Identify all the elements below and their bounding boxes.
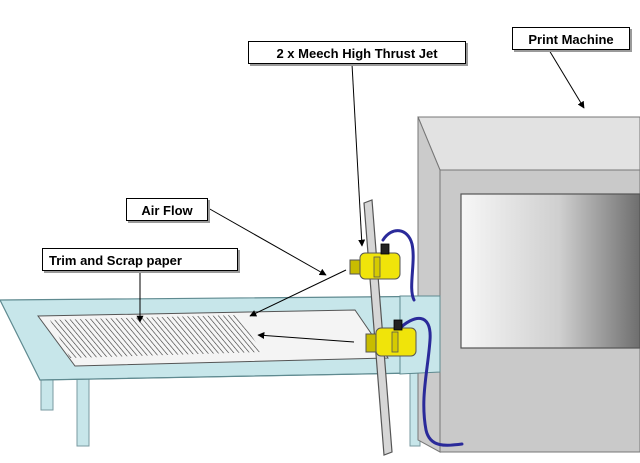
label-meech-jet: 2 x Meech High Thrust Jet <box>248 41 466 64</box>
conveyor-legs <box>40 369 421 447</box>
label-trim-scrap: Trim and Scrap paper <box>42 248 238 271</box>
print-machine <box>417 116 640 453</box>
air-jet-upper <box>349 243 401 280</box>
air-flow-arrows <box>249 269 355 343</box>
trim-scrap-strip <box>50 315 262 358</box>
machine-window <box>460 193 640 349</box>
air-jet-lower <box>365 319 417 357</box>
label-print-machine: Print Machine <box>512 27 630 50</box>
label-air-flow: Air Flow <box>126 198 208 221</box>
callout-leaders <box>136 49 585 323</box>
air-hoses <box>381 229 464 447</box>
